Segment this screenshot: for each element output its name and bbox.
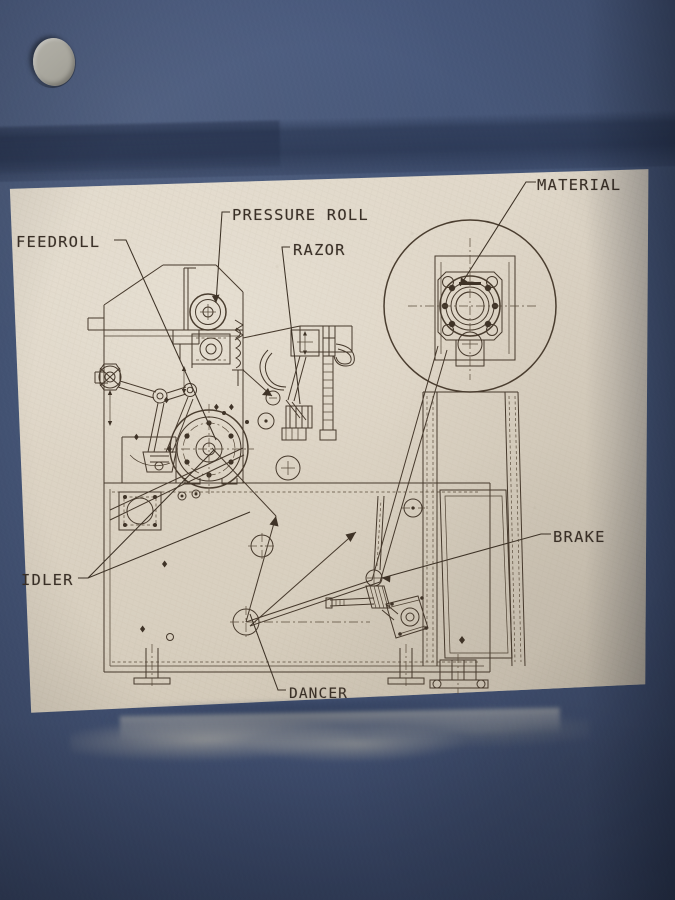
label-feedroll: FEEDROLL — [16, 233, 101, 251]
label-pressure-roll: PRESSURE ROLL — [232, 206, 369, 224]
panel-right-shadow — [585, 0, 675, 900]
panel-bottom-shadow — [0, 720, 675, 900]
label-idler: IDLER — [21, 571, 74, 589]
label-material: MATERIAL — [537, 176, 622, 194]
label-brake: BRAKE — [553, 528, 606, 546]
label-razor: RAZOR — [293, 241, 346, 259]
label-dancer: DANCER — [289, 686, 348, 702]
